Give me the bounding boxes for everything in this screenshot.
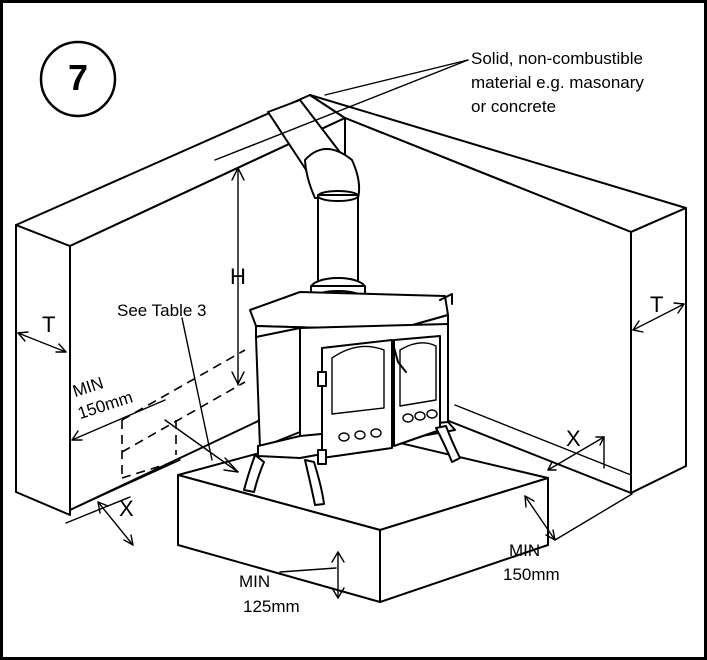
material-label-line1: Solid, non-combustible (471, 49, 643, 68)
thickness-left-label: T (42, 312, 56, 337)
stove-side (255, 327, 301, 449)
flue-pipe (267, 99, 366, 310)
step-number: 7 (67, 57, 89, 98)
min-bottom-label-line1: MIN (239, 572, 271, 591)
right-wall-end-face (630, 207, 687, 494)
clearance-projection-lines (121, 349, 246, 480)
annotation-lines (17, 59, 685, 599)
step-badge-circle (39, 40, 117, 118)
min-right-label-line2: 150mm (503, 565, 560, 584)
x-right-label: X (566, 426, 581, 451)
hearth-right-face (379, 477, 549, 603)
left-wall-front-face (15, 224, 71, 516)
flue-vertical-section (317, 194, 359, 286)
height-label: H (230, 264, 246, 289)
material-label-line3: or concrete (471, 97, 557, 116)
stove-legs (243, 425, 461, 506)
wood-stove (243, 291, 461, 506)
stove-right-door (393, 335, 441, 447)
see-table-label: See Table 3 (117, 301, 207, 320)
hearth (177, 429, 549, 603)
min-bottom-label-line2: 125mm (243, 597, 300, 616)
min-right-label-line1: MIN (509, 541, 541, 560)
x-left-label: X (119, 496, 134, 521)
flue-elbow (304, 148, 361, 199)
material-label-line2: material e.g. masonary (471, 73, 644, 92)
stove-air-vents (338, 409, 438, 442)
stove-door-handle (391, 339, 407, 373)
thickness-right-label: T (650, 292, 664, 317)
